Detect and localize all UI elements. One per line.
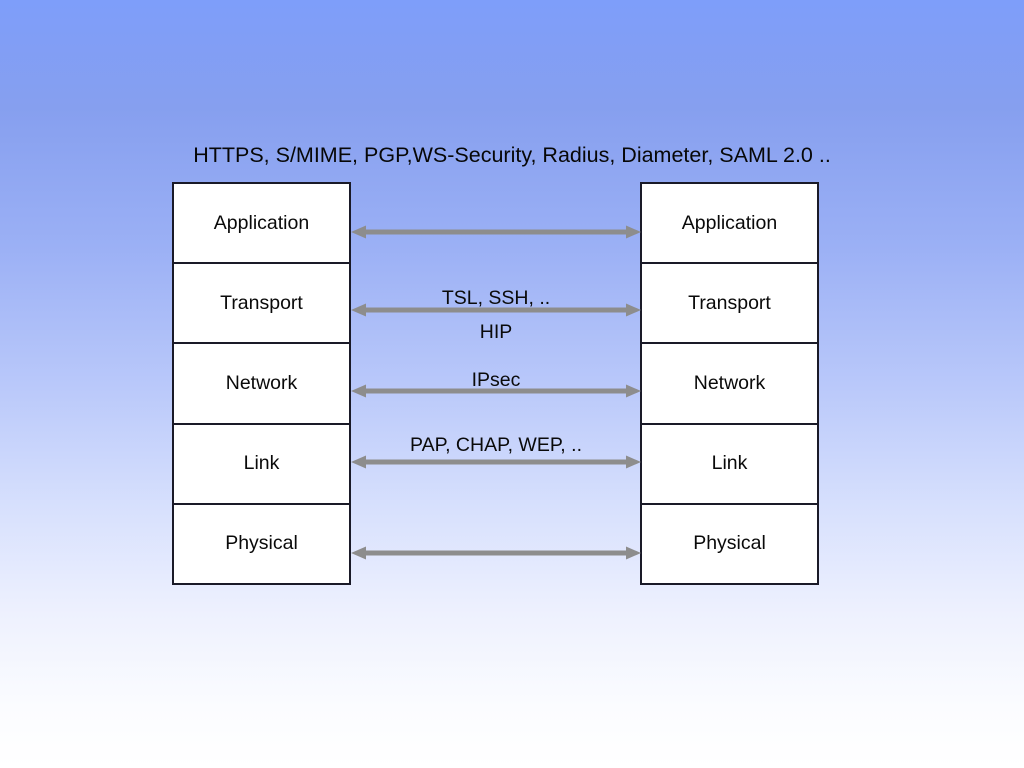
left-layer-transport-label: Transport: [220, 291, 303, 314]
right-layer-physical-label: Physical: [693, 532, 766, 555]
right-protocol-stack: Application Transport Network Link Physi…: [640, 182, 819, 585]
right-layer-transport[interactable]: Transport: [642, 264, 817, 345]
left-layer-application-label: Application: [213, 211, 310, 234]
connector-arrow-application: [351, 224, 641, 240]
right-layer-network[interactable]: Network: [642, 344, 817, 425]
right-layer-application-label: Application: [681, 211, 778, 234]
right-layer-network-label: Network: [693, 372, 766, 394]
left-layer-link-label: Link: [243, 452, 280, 475]
right-layer-transport-label: Transport: [688, 291, 771, 314]
protocol-label-ipsec: IPsec: [471, 369, 521, 391]
protocol-label-link: PAP, CHAP, WEP, ..: [410, 434, 582, 456]
right-layer-physical[interactable]: Physical: [642, 504, 817, 584]
connector-arrow-link: [351, 454, 641, 470]
left-layer-network-label: Network: [225, 372, 298, 394]
protocol-label-transport: TSL, SSH, ..: [441, 287, 551, 309]
connector-arrow-transport: [351, 302, 641, 318]
left-layer-application[interactable]: Application: [174, 184, 349, 265]
right-layer-link-label: Link: [711, 452, 748, 475]
left-layer-physical[interactable]: Physical: [174, 504, 349, 584]
page-title: HTTPS, S/MIME, PGP,WS-Security, Radius, …: [193, 143, 831, 167]
left-protocol-stack: Application Transport Network Link Physi…: [172, 182, 351, 585]
connector-arrow-physical: [351, 545, 641, 561]
right-layer-link[interactable]: Link: [642, 424, 817, 505]
right-layer-application[interactable]: Application: [642, 184, 817, 265]
connector-arrow-network: [351, 383, 641, 399]
protocol-label-hip: HIP: [479, 321, 513, 343]
left-layer-physical-label: Physical: [225, 532, 298, 555]
left-layer-link[interactable]: Link: [174, 424, 349, 505]
left-layer-transport[interactable]: Transport: [174, 264, 349, 345]
left-layer-network[interactable]: Network: [174, 344, 349, 425]
